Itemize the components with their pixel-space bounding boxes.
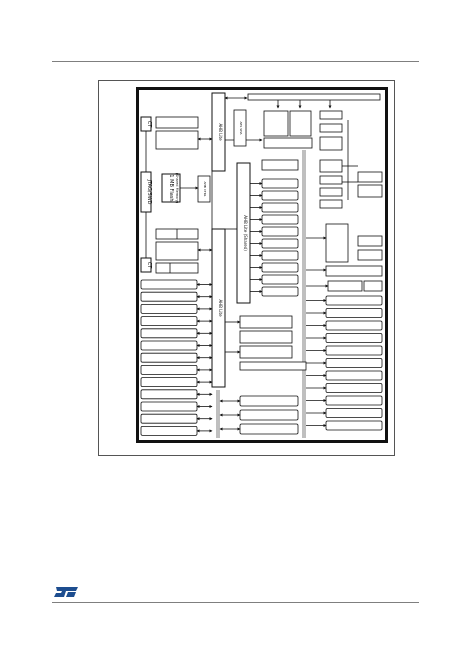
right-peripheral-block [325, 408, 383, 418]
ahb-lite-top: AHB Lite [211, 92, 263, 172]
st-logo-icon [54, 587, 78, 597]
apb-peripheral-block [239, 423, 299, 435]
ahb-lite-bottom: AHB Lite [211, 171, 237, 388]
left-peripheral-block [140, 377, 198, 388]
right-peripheral-block [325, 295, 383, 306]
bus-bar-left [216, 390, 220, 438]
bottom-mid-peripherals [219, 395, 299, 435]
left-peripheral-block [140, 328, 198, 339]
left-peripheral-block [140, 291, 198, 302]
right-upper [325, 223, 383, 292]
shared-peripheral-block [261, 250, 299, 261]
shared-peripheral-block [261, 226, 299, 237]
apb-peripheral-block [239, 409, 299, 421]
shared-peripheral-block [261, 178, 299, 189]
flash-block: 1 MB Flash (Shared Memory) AHB CTRL [161, 173, 211, 204]
shared-peripheral-block [261, 238, 299, 249]
svg-text:AHB Lite: AHB Lite [218, 123, 223, 141]
left-peripheral-block [140, 352, 198, 363]
flash-sub: (Shared Memory) [175, 173, 179, 204]
right-peripheral-block [325, 308, 383, 318]
right-peripheral-block [325, 370, 383, 381]
ct-bottom-label: CT [146, 262, 152, 269]
svg-text:AHB Lite (Shared): AHB Lite (Shared) [243, 215, 248, 251]
svg-text:AHB Lite: AHB Lite [218, 299, 223, 317]
chip-boundary [136, 87, 388, 443]
right-peripheral-block [325, 420, 383, 431]
right-peripheral-block [325, 395, 383, 406]
shared-peripheral-block [261, 214, 299, 225]
shared-peripheral-block [261, 274, 299, 285]
top-right-cluster [247, 93, 383, 209]
right-peripheral-block [325, 358, 383, 368]
shared-peripheral-block [261, 262, 299, 273]
right-peripheral-block [325, 383, 383, 393]
right-peripheral-block [325, 333, 383, 343]
bus-bar-right [302, 150, 306, 438]
apb-peripheral-block [239, 395, 299, 407]
left-peripheral-block [140, 279, 198, 290]
shared-peripheral-block [261, 286, 299, 297]
right-peripheral-block [325, 345, 383, 356]
figure-frame [98, 80, 395, 456]
left-peripherals [140, 279, 213, 436]
core-blocks [155, 116, 213, 150]
footer-rule [52, 602, 419, 603]
debug-column: CT JTAG/SWD CT [140, 116, 152, 273]
right-peripheral-block [325, 320, 383, 331]
ct-top-label: CT [146, 121, 152, 128]
left-peripheral-block [140, 425, 198, 436]
left-peripheral-block [140, 401, 198, 412]
shared-peripheral-block [261, 202, 299, 213]
left-peripheral-block [140, 316, 198, 327]
crypto-box: AES SHA [233, 109, 247, 147]
flash-title: 1 MB Flash [168, 174, 174, 201]
mid-lower-cluster [225, 315, 307, 371]
left-peripheral-block [140, 303, 198, 314]
jtag-label: JTAG/SWD [146, 179, 152, 205]
left-peripheral-block [140, 389, 198, 400]
bridge-ctrl-label: AHB CTRL [203, 181, 207, 196]
svg-text:AES SHA: AES SHA [239, 121, 243, 135]
left-peripheral-block [140, 340, 198, 351]
sram-grid [155, 228, 213, 274]
left-peripheral-block [140, 364, 198, 375]
ahb-lite-shared: AHB Lite (Shared) [236, 159, 299, 304]
header-rule [52, 61, 419, 62]
left-peripheral-block [140, 413, 198, 424]
mid-peripherals [250, 178, 299, 297]
shared-peripheral-block [261, 190, 299, 201]
right-peripherals [306, 236, 383, 431]
